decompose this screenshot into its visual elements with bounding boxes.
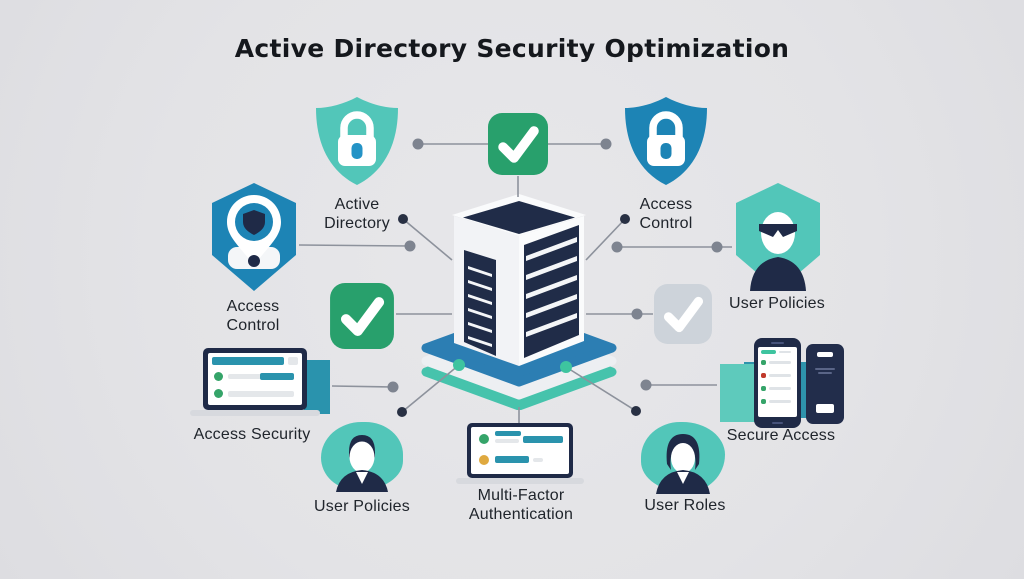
progress-bar — [495, 456, 529, 463]
progress-bar — [533, 458, 543, 462]
server-tower — [452, 194, 586, 366]
text-line — [818, 372, 832, 374]
server-tower-icon — [420, 188, 620, 410]
progress-bar — [260, 373, 294, 380]
smartphone-back — [806, 344, 844, 424]
location-shield-icon — [208, 181, 300, 293]
node-label: User Policies — [729, 295, 825, 312]
progress-bar — [495, 439, 519, 443]
list-icon — [761, 360, 766, 365]
check-badge-muted-icon — [654, 282, 712, 346]
user-avatar-icon — [320, 418, 404, 492]
laptop-screen — [203, 348, 307, 410]
node-label: Secure Access — [726, 427, 836, 444]
status-dot — [479, 455, 489, 465]
list-icon — [761, 386, 766, 391]
progress-bar — [288, 357, 298, 365]
progress-bar — [779, 351, 791, 353]
node-label: Access Control — [639, 196, 693, 232]
status-dot — [479, 434, 489, 444]
backdrop-shape — [304, 360, 330, 414]
progress-bar — [769, 387, 791, 390]
page-title: Active Directory Security Optimization — [234, 34, 790, 63]
check-badge-icon — [488, 113, 548, 175]
server-tower-graphic — [421, 194, 617, 410]
laptop-authentication-icon — [456, 423, 584, 489]
list-icon — [761, 399, 766, 404]
laptop-base — [190, 410, 320, 416]
progress-bar — [769, 400, 791, 403]
status-dot — [214, 389, 223, 398]
laptop-display — [208, 353, 302, 405]
laptop-security-icon — [190, 346, 332, 420]
progress-bar — [761, 350, 776, 354]
laptop-base — [456, 478, 584, 484]
node-label: Access Control — [226, 298, 280, 334]
smartphones-icon — [716, 338, 850, 430]
user-badge-icon — [732, 181, 824, 293]
progress-bar — [228, 391, 294, 397]
node-label: User Policies — [314, 498, 410, 515]
check-badge-icon — [329, 283, 395, 349]
user-avatar-icon — [640, 418, 726, 494]
smartphone-front — [754, 338, 801, 428]
list-icon — [761, 373, 766, 378]
phone-button — [816, 404, 834, 413]
progress-bar — [523, 436, 563, 443]
phone-camera-pill — [817, 352, 833, 357]
progress-bar — [495, 431, 521, 436]
progress-bar — [769, 374, 791, 377]
status-dot — [214, 372, 223, 381]
backdrop-shape — [720, 364, 760, 422]
node-label: Active Directory — [324, 196, 390, 232]
phone-screen — [758, 347, 797, 417]
laptop-screen — [467, 423, 573, 478]
laptop-display — [471, 427, 569, 474]
shield-lock-icon — [622, 95, 710, 187]
progress-bar — [212, 357, 284, 365]
shield-lock-icon — [313, 95, 401, 187]
node-label: Access Security — [193, 426, 311, 443]
phone-home-bar — [772, 422, 783, 424]
progress-bar — [769, 361, 791, 364]
node-label: User Roles — [644, 497, 726, 514]
phone-speaker — [771, 342, 784, 344]
node-label: Multi-Factor Authentication — [468, 487, 574, 523]
text-line — [815, 368, 835, 370]
